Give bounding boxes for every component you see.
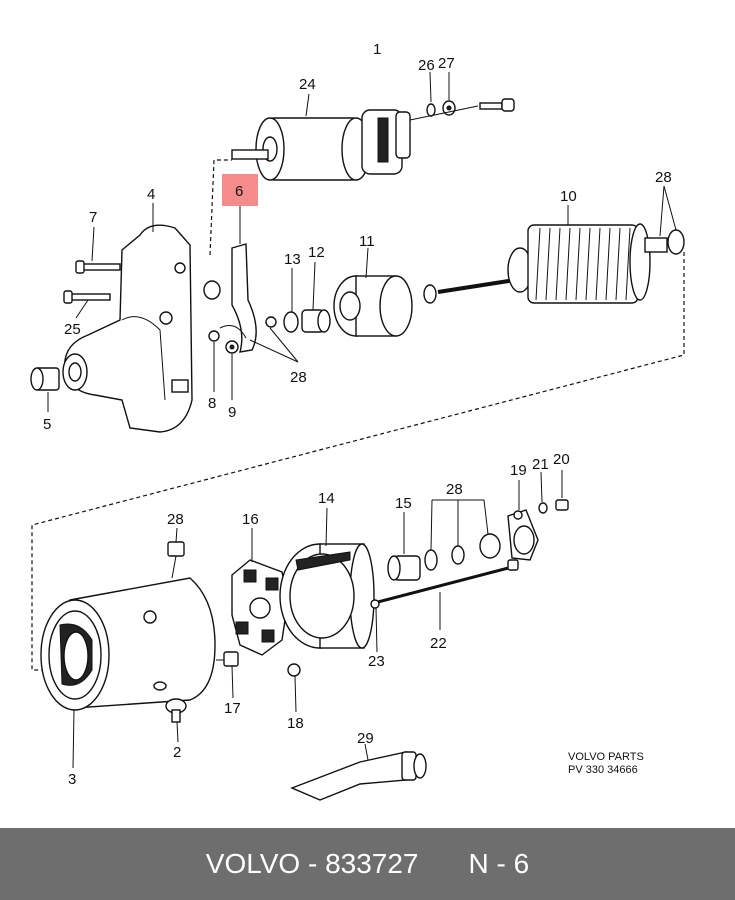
callout-3: 3 (68, 771, 76, 788)
exploded-diagram: 1 24 26 27 4 6 7 10 28 11 13 12 25 28 5 … (30, 41, 685, 801)
diagram-position-label: N - 6 (468, 848, 530, 879)
bushing-part (30, 367, 60, 391)
field-terminals (167, 541, 239, 667)
brush-holder (231, 559, 301, 677)
solenoid-fasteners (409, 98, 515, 121)
part-number-label: VOLVO - 833727 (205, 848, 419, 879)
highlight-box (222, 174, 258, 206)
field-screw (165, 698, 187, 723)
end-bushing-and-rings (387, 533, 501, 581)
part-footer-bar: VOLVO - 833727 N - 6 (0, 828, 735, 900)
field-housing (40, 577, 216, 711)
pinion-assembly (283, 275, 437, 337)
callout-4: 4 (147, 186, 155, 203)
callout-14: 14 (318, 490, 335, 507)
reference-line-2: PV 330 34666 (568, 764, 638, 776)
solenoid-part (231, 109, 411, 181)
callout-28-terminal: 28 (167, 511, 184, 528)
shift-fork-part (203, 243, 277, 354)
housing-bolts (63, 260, 121, 304)
callout-11: 11 (359, 233, 375, 250)
reference-line-1: VOLVO PARTS (568, 751, 644, 763)
drive-end-housing (62, 224, 193, 433)
callout-6: 6 (235, 183, 243, 200)
callout-19: 19 (510, 462, 527, 479)
callout-17: 17 (224, 700, 241, 717)
callout-27: 27 (438, 55, 455, 72)
callout-8: 8 (208, 395, 216, 412)
grease-tube (290, 751, 427, 801)
leader-lines-upper (47, 71, 677, 412)
end-plate (507, 499, 569, 561)
callout-15: 15 (395, 495, 412, 512)
callout-18: 18 (287, 715, 304, 732)
callout-1: 1 (373, 41, 381, 58)
callout-28-fork: 28 (290, 369, 307, 386)
leader-lines-lower (72, 470, 563, 769)
callout-29: 29 (357, 730, 374, 747)
callout-21: 21 (532, 456, 549, 473)
callout-7: 7 (89, 209, 97, 226)
callout-12: 12 (308, 244, 325, 261)
callout-13: 13 (284, 251, 301, 268)
callout-5: 5 (43, 416, 51, 433)
callout-10: 10 (560, 188, 577, 205)
callout-28-top-right: 28 (655, 169, 672, 186)
callout-26: 26 (418, 57, 435, 74)
callout-28-rings: 28 (446, 481, 463, 498)
armature-part (437, 223, 685, 304)
end-cover (279, 543, 375, 649)
callout-20: 20 (553, 451, 570, 468)
callout-24: 24 (299, 76, 316, 93)
through-bolt (370, 559, 519, 609)
callout-22: 22 (430, 635, 447, 652)
callout-2: 2 (173, 744, 181, 761)
callout-25: 25 (64, 321, 81, 338)
callout-labels: 1 24 26 27 4 6 7 10 28 11 13 12 25 28 5 … (43, 41, 672, 788)
callout-9: 9 (228, 404, 236, 421)
callout-23: 23 (368, 653, 385, 670)
callout-16: 16 (242, 511, 259, 528)
